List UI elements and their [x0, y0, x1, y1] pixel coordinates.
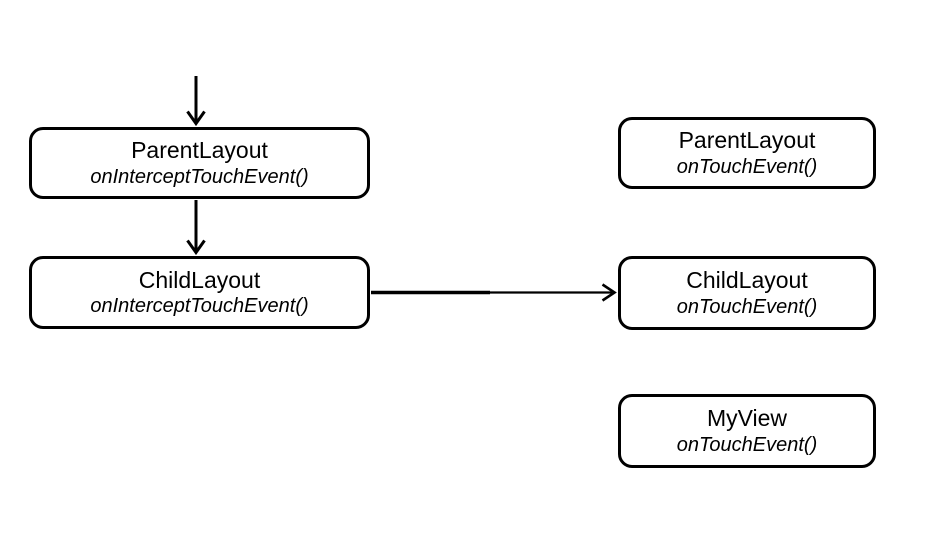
- myview-touch-box: MyView onTouchEvent(): [618, 394, 876, 468]
- node-method: onInterceptTouchEvent(): [90, 165, 309, 188]
- arrowhead-down-icon: [186, 239, 206, 256]
- node-title: MyView: [706, 405, 788, 432]
- flow-arrow-parent-to-child-intercept: [186, 200, 206, 256]
- parentlayout-intercept-box: ParentLayout onInterceptTouchEvent(): [29, 127, 370, 199]
- flow-arrow-child-intercept-to-child-touch: [371, 283, 617, 302]
- arrowhead-right-icon: [601, 283, 617, 302]
- childlayout-touch-box: ChildLayout onTouchEvent(): [618, 256, 876, 330]
- node-method: onTouchEvent(): [676, 295, 818, 318]
- node-title: ChildLayout: [138, 266, 261, 293]
- node-method: onTouchEvent(): [676, 155, 818, 178]
- parentlayout-touch-box: ParentLayout onTouchEvent(): [618, 117, 876, 189]
- node-method: onTouchEvent(): [676, 433, 818, 456]
- childlayout-intercept-box: ChildLayout onInterceptTouchEvent(): [29, 256, 370, 329]
- node-title: ParentLayout: [678, 127, 816, 154]
- flow-arrow-into-parent-intercept: [186, 76, 206, 127]
- arrowhead-down-icon: [186, 110, 206, 127]
- node-title: ParentLayout: [131, 137, 268, 164]
- node-method: onInterceptTouchEvent(): [90, 295, 309, 318]
- node-title: ChildLayout: [686, 267, 808, 294]
